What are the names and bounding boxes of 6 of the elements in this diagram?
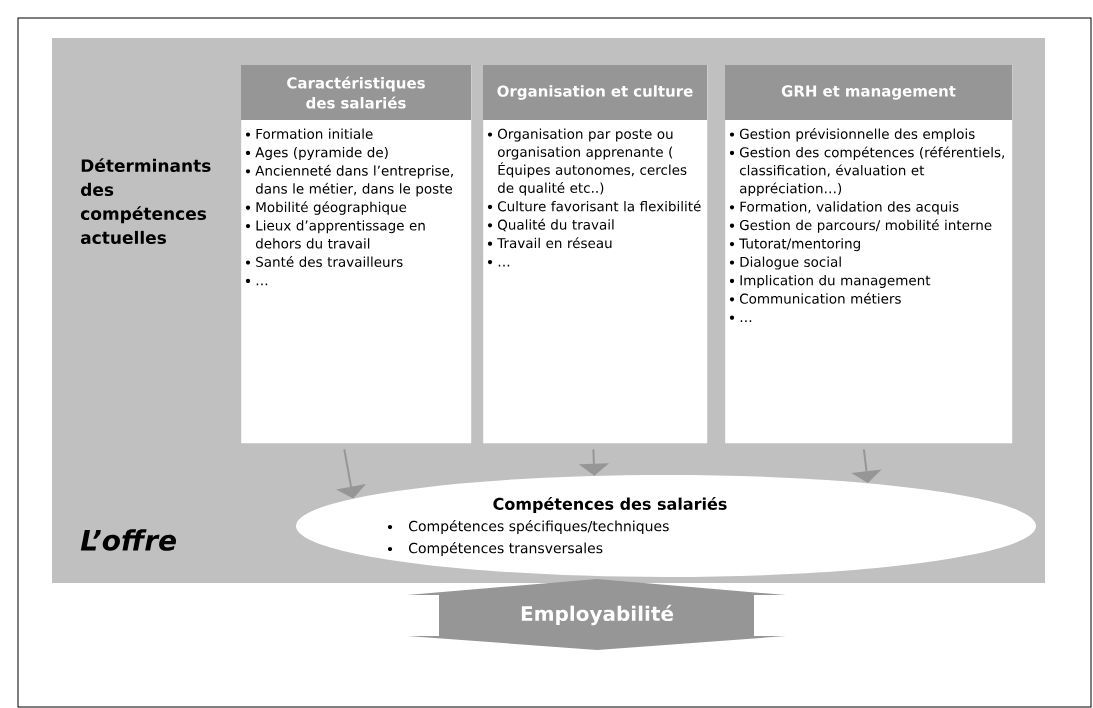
- ellipse-box: Compétences des salariés Compétences spécifiques/techniques Compétences transversales: [296, 475, 1036, 577]
- row-label: L’offre: [80, 529, 177, 551]
- column-box: GRH et management Gestion prévisionnelle des emplois Gestion des compétences (référentiels, classification, évaluation et appréciation…) Formation, validation des acquis Gestion de parcours/ mobilité interne Tutorat/mentoring Dialogue social Implication du management Communication métiers …: [725, 65, 1013, 444]
- column-box: Organisation et culture Organisation par poste ou organisation apprenante ( Équipes autonomes, cercles de qualité etc..) Culture favorisant la flexibilité Qualité du travail Travail en réseau …: [483, 65, 708, 444]
- row-label: Déterminants des compétences actuelles: [80, 158, 211, 245]
- column-box: Caractéristiques des salariés Formation initiale Ages (pyramide de) Ancienneté dans l’entreprise, dans le métier, dans le poste Mobilité géographique Lieux d’apprentissage en dehors du travail Santé des travailleurs …: [241, 65, 472, 444]
